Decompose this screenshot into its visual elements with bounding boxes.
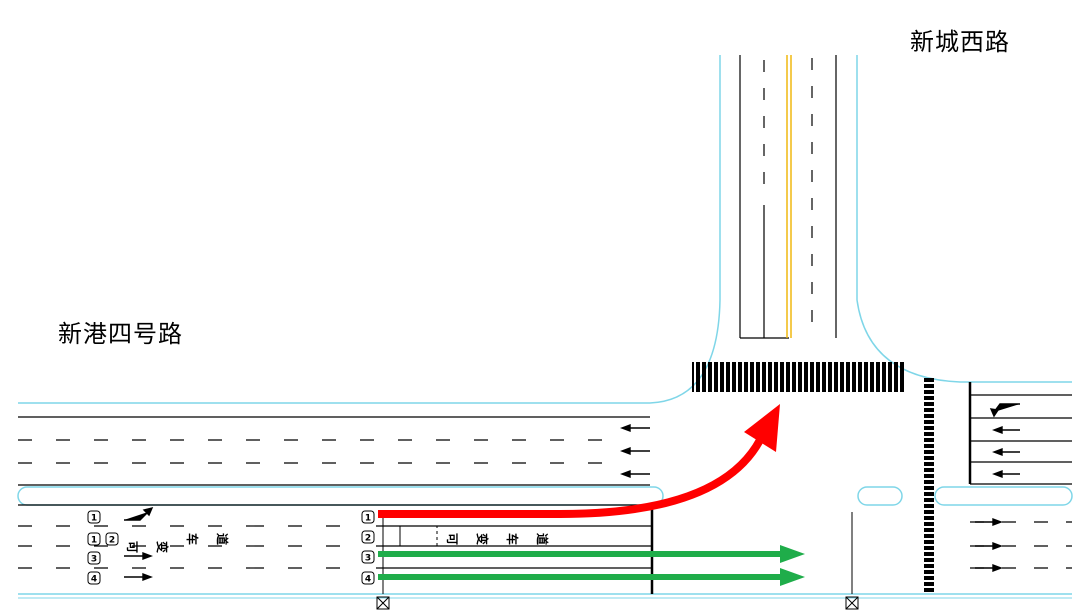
crosswalk-east: [904, 378, 934, 594]
lane-number: 1: [365, 514, 371, 524]
lane-number: 3: [91, 555, 97, 565]
svg-text:可: 可: [125, 541, 139, 553]
lane-number: 4: [91, 575, 97, 585]
through-arrow-lane-3: [378, 545, 805, 563]
lane-number: 3: [365, 554, 371, 564]
through-arrow-lane-4: [378, 568, 805, 586]
westbound-arrows: [620, 423, 650, 479]
signal-post-east: [845, 596, 859, 610]
lane-number: 2: [365, 534, 371, 544]
north-approach-markings: [739, 55, 837, 339]
west-upper-markings: [18, 416, 650, 486]
median-west: [17, 486, 664, 506]
west-lane-arrows: [124, 506, 154, 582]
median-east: [934, 486, 1073, 506]
svg-text:可: 可: [445, 533, 459, 545]
crosswalk-north: [692, 362, 906, 392]
east-eastbound-arrows: [975, 517, 1003, 573]
curb-northeast: [856, 55, 1072, 383]
lane-number: 1: [91, 514, 97, 524]
curb-northwest: [18, 55, 721, 404]
main-street-label: 新港四号路: [58, 320, 183, 348]
svg-text:车: 车: [185, 533, 200, 545]
variable-lane-text-stop: 可 变 车 道: [445, 533, 550, 545]
left-turn-arrow: [378, 404, 780, 518]
svg-text:变: 变: [475, 533, 490, 545]
cross-street-label: 新城西路: [910, 28, 1010, 56]
lane-number: 1: [91, 536, 97, 546]
svg-text:车: 车: [505, 533, 520, 545]
signal-post-west: [376, 596, 390, 610]
lane-number: 4: [365, 575, 371, 585]
lane-numbers-west: 1 1 2 3 4: [87, 510, 119, 585]
lane-numbers-stop: 1 2 3 4: [361, 510, 375, 585]
svg-text:变: 变: [155, 541, 170, 553]
variable-lane-text-west: 可 变 车 道: [125, 533, 230, 553]
lane-number: 2: [109, 536, 115, 546]
center-double-yellow: [786, 55, 792, 338]
east-approach-markings: [851, 382, 1072, 594]
median-east-island: [857, 486, 903, 506]
svg-text:道: 道: [535, 533, 550, 545]
west-lower-markings: [18, 504, 652, 594]
east-westbound-arrows: [989, 403, 1020, 479]
svg-text:道: 道: [215, 533, 230, 545]
